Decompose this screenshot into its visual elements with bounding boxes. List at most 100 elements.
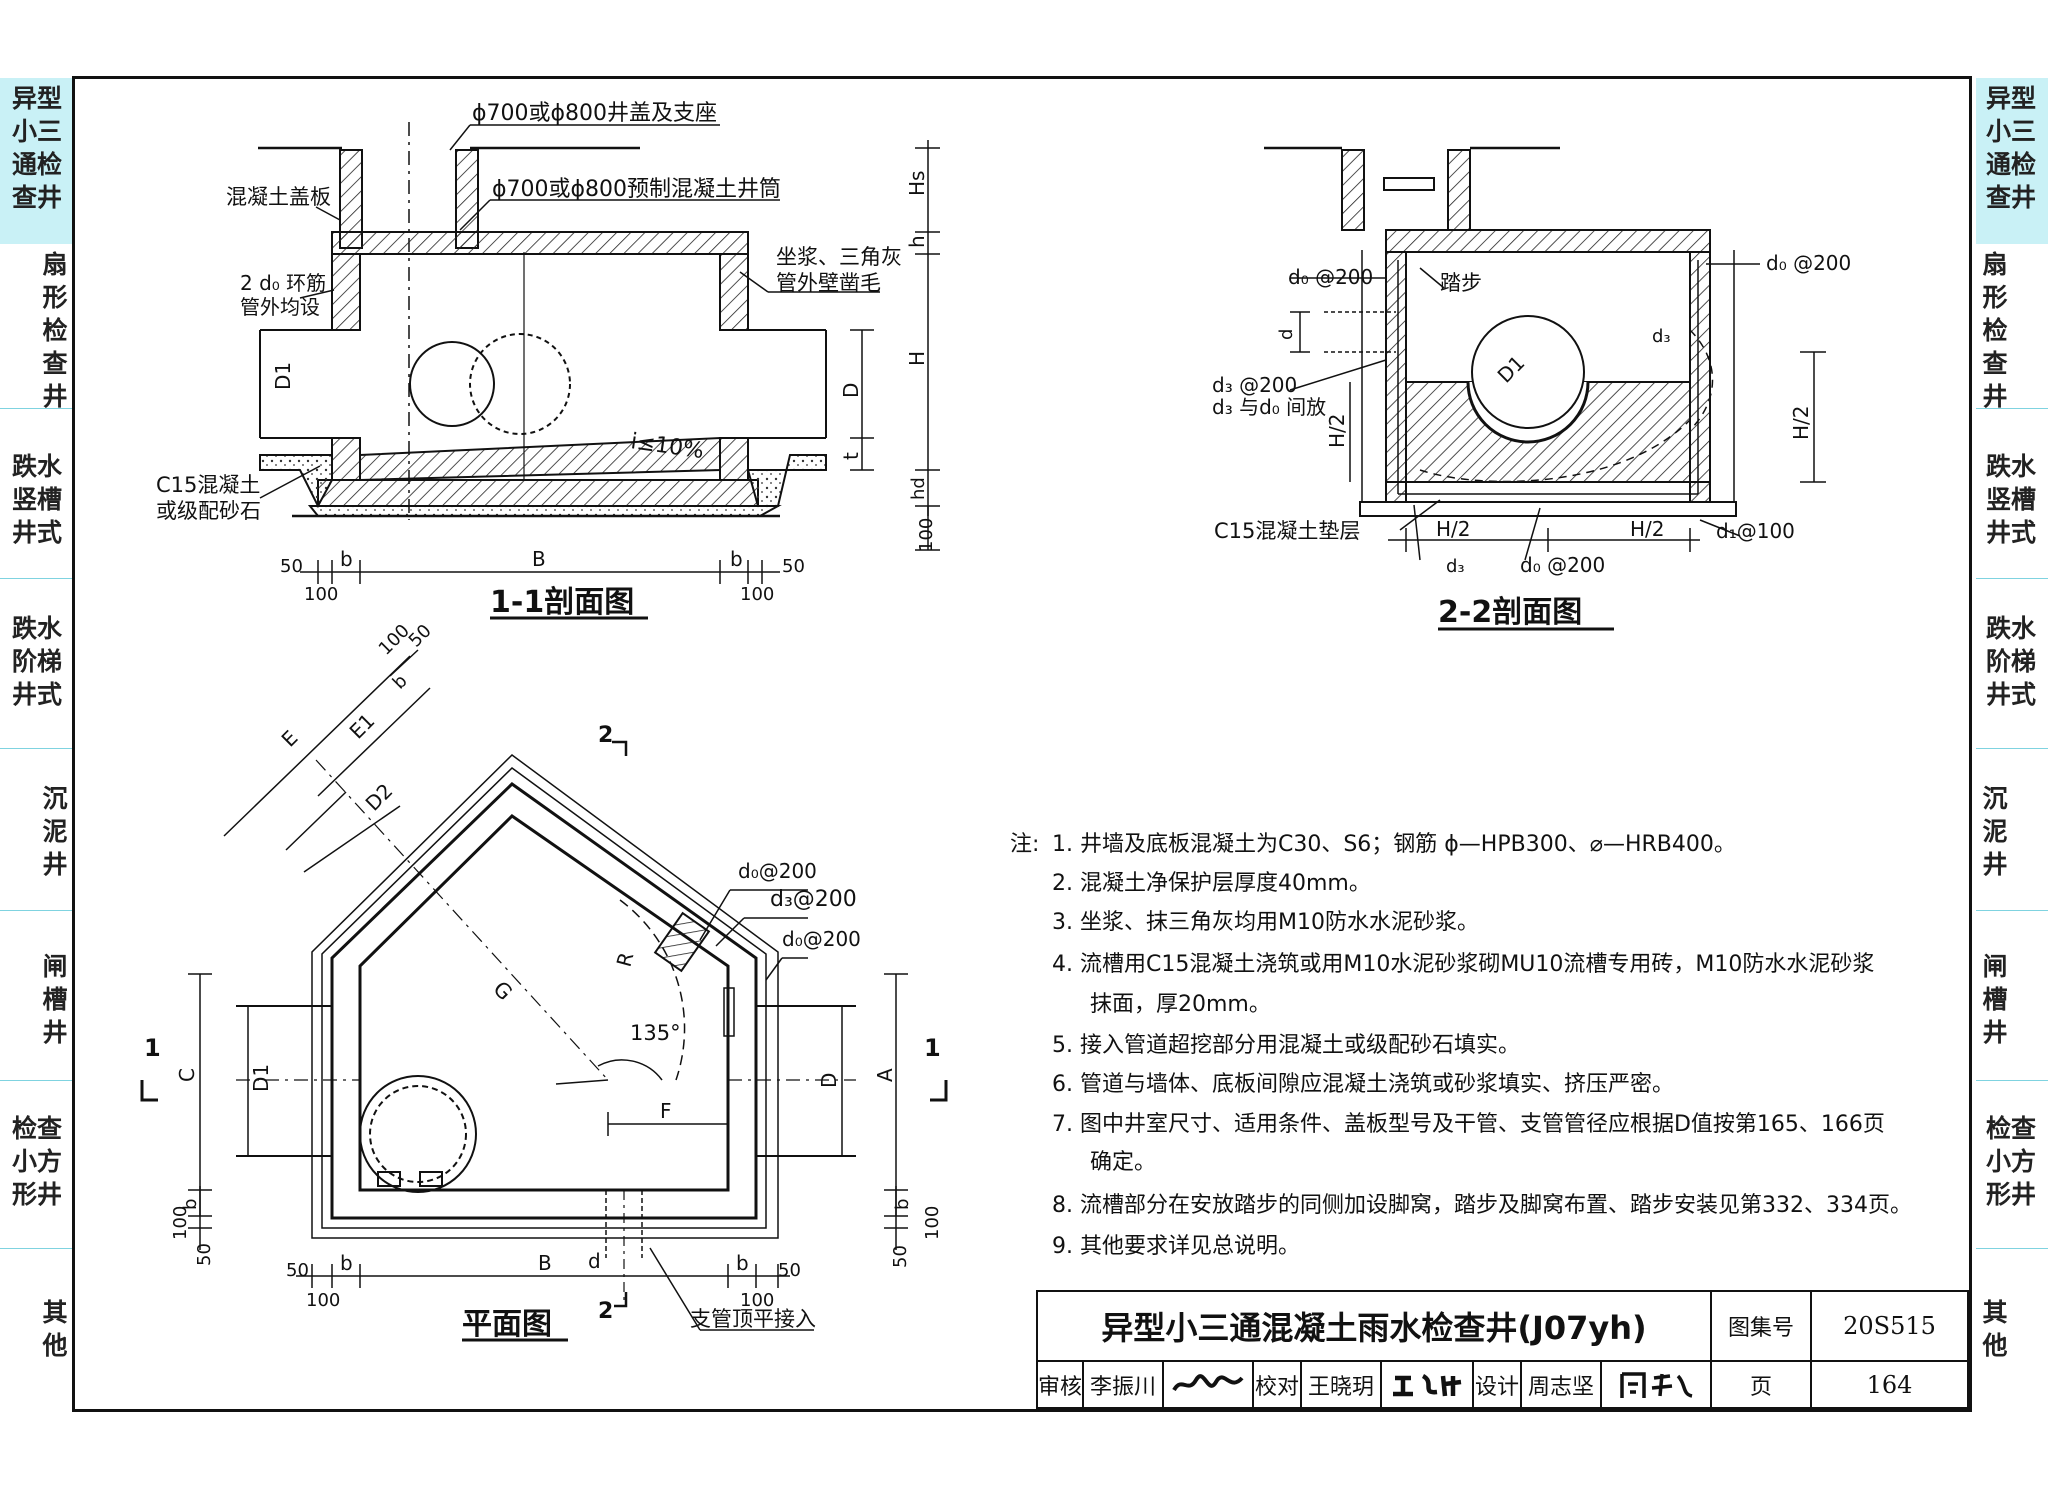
s1-dim-H: H xyxy=(905,351,929,366)
plan-dim-R: R xyxy=(612,950,639,970)
side-tab-right-5[interactable]: 闸槽井 xyxy=(1982,952,2008,1047)
atlas-number: 20S515 xyxy=(1810,1290,1969,1362)
s2-label-cushion: C15混凝土垫层 xyxy=(1214,519,1360,543)
note-9: 9. 其他要求详见总说明。 xyxy=(1052,1234,1300,1259)
plan-dim-100-left: 100 xyxy=(306,1290,340,1311)
s1-label-ring2: 管外均设 xyxy=(240,295,320,319)
section-2-2-title: 2-2剖面图 xyxy=(1438,595,1582,630)
designer-name: 周志坚 xyxy=(1520,1360,1602,1409)
plan-section-mark-1-right: 1 xyxy=(924,1034,941,1062)
s1-label-slab: 混凝土盖板 xyxy=(226,185,331,209)
side-tab-right-6[interactable]: 检查小方形井 xyxy=(1985,1114,2036,1209)
s1-dim-hd: hd xyxy=(908,477,929,500)
plan-dim-B: B xyxy=(538,1251,552,1275)
side-tab-right-3[interactable]: 跌水阶梯井式 xyxy=(1985,614,2036,709)
plan-dim-b-left-v: b xyxy=(180,1199,201,1210)
title-block: 异型小三通混凝土雨水检查井(J07yh) 图集号 20S515 审核 李振川 校… xyxy=(1036,1290,1969,1409)
side-tab-right-1[interactable]: 扇形检查井 xyxy=(1982,250,2008,411)
section-1-1-title: 1-1剖面图 xyxy=(490,585,634,620)
s1-dim-50-left: 50 xyxy=(280,556,303,577)
plan-dim-50-right-v: 50 xyxy=(890,1245,911,1268)
side-tab-left-6[interactable]: 检查小方形井 xyxy=(11,1114,62,1209)
plan-dim-b-right: b xyxy=(736,1251,749,1275)
atlas-label: 图集号 xyxy=(1710,1290,1812,1362)
s2-label-d3: d₃ @200 xyxy=(1212,373,1297,397)
plan-dim-C: C xyxy=(175,1068,199,1082)
section-2-2 xyxy=(1264,146,1826,631)
s1-dim-hs: Hs xyxy=(905,171,929,196)
plan-dim-100-left-v: 100 xyxy=(170,1206,191,1240)
side-tab-right-0[interactable]: 异型小三通检查井 xyxy=(1976,78,2048,244)
note-2: 2. 混凝土净保护层厚度40mm。 xyxy=(1052,871,1371,896)
checker-name: 王晓玥 xyxy=(1300,1360,1382,1409)
plan-label-branch: 支管顶平接入 xyxy=(690,1307,816,1331)
plan-dim-b-diag: b xyxy=(389,671,412,694)
s1-dim-t: t xyxy=(839,452,863,460)
reviewer-name: 李振川 xyxy=(1082,1360,1164,1409)
plan-label-d3: d₃@200 xyxy=(770,887,857,912)
s1-dim-D1: D1 xyxy=(271,362,295,390)
s1-dim-100: 100 xyxy=(916,518,937,552)
s2-label-step: 踏步 xyxy=(1440,271,1482,295)
side-tab-right-2[interactable]: 跌水竖槽井式 xyxy=(1985,452,2036,547)
s2-label-d1: d₁@100 xyxy=(1716,519,1795,543)
s2-dim-H2-right: H/2 xyxy=(1789,405,1813,440)
note-4b: 抹面，厚20mm。 xyxy=(1090,992,1271,1017)
side-tab-left-4[interactable]: 沉泥井 xyxy=(42,784,68,879)
plan-dim-d: d xyxy=(588,1249,601,1273)
note-1: 1. 井墙及底板混凝土为C30、S6；钢筋 ϕ—HPB300、⌀—HRB400。 xyxy=(1052,832,1736,857)
page-number: 164 xyxy=(1810,1360,1969,1409)
side-tab-left-5[interactable]: 闸槽井 xyxy=(42,952,68,1047)
s1-label-shaft: ϕ700或ϕ800预制混凝土井筒 xyxy=(492,177,781,202)
plan-dim-F: F xyxy=(660,1099,672,1123)
s1-label-cover: ϕ700或ϕ800井盖及支座 xyxy=(472,101,717,126)
s2-label-d0-right: d₀ @200 xyxy=(1766,251,1851,275)
drawing-frame xyxy=(72,76,1972,1412)
side-tab-left-1[interactable]: 扇形检查井 xyxy=(42,250,68,411)
s1-dim-h: h xyxy=(905,235,929,248)
notes-prefix: 注: xyxy=(1010,832,1040,857)
plan-dim-E: E xyxy=(277,726,303,752)
plan-dim-100-right-v: 100 xyxy=(922,1206,943,1240)
s2-dim-H2-b1: H/2 xyxy=(1436,517,1471,541)
side-tab-left-7[interactable]: 其他 xyxy=(42,1298,68,1360)
design-label: 设计 xyxy=(1472,1360,1522,1409)
plan-angle: 135° xyxy=(630,1021,681,1045)
note-6: 6. 管道与墙体、底板间隙应混凝土浇筑或砂浆填实、挤压严密。 xyxy=(1052,1072,1674,1097)
note-3: 3. 坐浆、抹三角灰均用M10防水水泥砂浆。 xyxy=(1052,910,1479,935)
plan-section-mark-1-left: 1 xyxy=(144,1034,161,1062)
side-tab-left-2[interactable]: 跌水竖槽井式 xyxy=(11,452,62,547)
side-tab-right-4[interactable]: 沉泥井 xyxy=(1982,784,2008,879)
s1-dim-50-right: 50 xyxy=(782,556,805,577)
note-4: 4. 流槽用C15混凝土浇筑或用M10水泥砂浆砌MU10流槽专用砖，M10防水水… xyxy=(1052,952,1875,977)
side-tab-left-0[interactable]: 异型小三通检查井 xyxy=(0,78,72,244)
s2-dim-H2-left: H/2 xyxy=(1325,413,1349,448)
s2-dim-d: d xyxy=(1276,329,1297,340)
section-1-1-labels: ϕ700或ϕ800井盖及支座 混凝土盖板 ϕ700或ϕ800预制混凝土井筒 2 … xyxy=(156,101,937,620)
review-label: 审核 xyxy=(1036,1360,1084,1409)
s1-label-base2: 或级配砂石 xyxy=(156,499,261,523)
s1-label-grout: 坐浆、三角灰 xyxy=(776,245,902,269)
s1-dim-B: B xyxy=(532,547,546,571)
s1-dim-b-left: b xyxy=(340,547,353,571)
plan-dim-D: D xyxy=(817,1073,841,1088)
reviewer-signature xyxy=(1162,1360,1254,1409)
s1-dim-b-right: b xyxy=(730,547,743,571)
side-tab-right-7[interactable]: 其他 xyxy=(1982,1298,2008,1360)
plan-dim-50-left: 50 xyxy=(286,1260,309,1281)
plan-view xyxy=(140,649,948,1342)
plan-label-d0b: d₀@200 xyxy=(782,927,861,951)
designer-signature xyxy=(1600,1360,1712,1409)
plan-dim-b-right-v: b xyxy=(892,1199,913,1210)
plan-section-mark-2-bottom: 2 xyxy=(598,1299,613,1324)
plan-dim-b-left: b xyxy=(340,1251,353,1275)
plan-label-d0a: d₀@200 xyxy=(738,859,817,883)
note-7b: 确定。 xyxy=(1090,1150,1157,1175)
title-block-title: 异型小三通混凝土雨水检查井(J07yh) xyxy=(1036,1290,1712,1362)
plan-dim-G: G xyxy=(488,977,516,1005)
s1-dim-D: D xyxy=(839,383,863,398)
checker-signature xyxy=(1380,1360,1474,1409)
plan-title: 平面图 xyxy=(462,1307,552,1342)
side-tab-left-3[interactable]: 跌水阶梯井式 xyxy=(11,614,62,709)
